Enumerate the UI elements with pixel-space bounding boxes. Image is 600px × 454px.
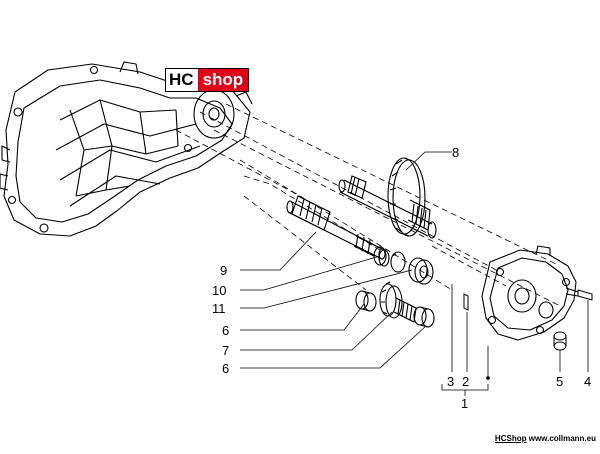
logo-hc-text: HC — [166, 69, 198, 91]
callout-11: 11 — [212, 301, 226, 316]
callout-4: 4 — [584, 374, 591, 389]
crankcase-housing — [0, 61, 253, 237]
part-4-bolt — [565, 287, 593, 301]
assembly-guide-lines — [175, 103, 561, 307]
callout-6-upper: 6 — [222, 323, 229, 338]
part-1-marker-dot — [486, 376, 490, 380]
part-9-primary-shaft — [286, 195, 386, 260]
part-5-screw — [553, 331, 567, 351]
part-6-bushing-lower — [413, 306, 435, 328]
leader-lines — [240, 151, 589, 396]
callout-7: 7 — [222, 343, 229, 358]
callout-6-lower: 6 — [222, 361, 229, 376]
part-11-bearing — [408, 257, 434, 285]
callout-2: 2 — [462, 374, 469, 389]
hcshop-logo: HC shop — [165, 68, 250, 92]
part-7-intermediate-gear — [379, 281, 417, 323]
part-2-dowel-pin — [463, 293, 469, 311]
part-8-driven-gear-shaft — [338, 157, 437, 239]
callout-5: 5 — [556, 374, 563, 389]
callout-1: 1 — [461, 396, 468, 411]
callout-3: 3 — [447, 374, 454, 389]
transmission-cover — [481, 245, 577, 341]
callout-8: 8 — [452, 145, 459, 160]
callout-10: 10 — [212, 283, 226, 298]
part-6-bushing-upper — [355, 290, 377, 312]
footer-brand: HCShop — [494, 434, 527, 443]
footer-url[interactable]: www.collmann.eu — [528, 434, 596, 443]
logo-shop-text: shop — [197, 69, 249, 91]
part-10-circlip — [373, 246, 406, 273]
footer-credit: HCShop www.collmann.eu — [495, 434, 596, 443]
callout-9: 9 — [220, 263, 227, 278]
